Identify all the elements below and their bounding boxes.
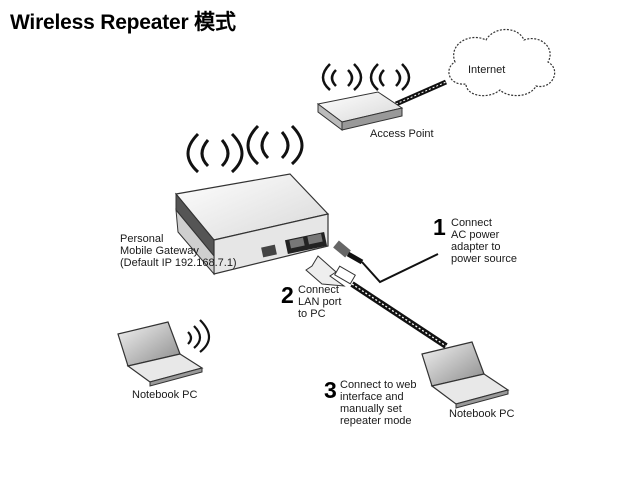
step-1-number: 1 bbox=[433, 214, 446, 240]
step-3-number: 3 bbox=[324, 377, 337, 403]
power-adapter-cable bbox=[333, 240, 439, 284]
internet-cable bbox=[394, 79, 448, 107]
notebook-left-icon bbox=[117, 319, 211, 387]
lan-cable bbox=[334, 265, 448, 349]
internet-cloud-icon bbox=[448, 28, 556, 97]
gateway-label: Personal Mobile Gateway (Default IP 192.… bbox=[120, 233, 237, 269]
step-2-number: 2 bbox=[281, 282, 294, 308]
access-point-icon bbox=[316, 63, 411, 131]
page-title: Wireless Repeater 模式 bbox=[10, 11, 236, 34]
step-1-text: Connect AC power adapter to power source bbox=[451, 217, 518, 265]
notebook-right-label: Notebook PC bbox=[449, 408, 515, 420]
internet-label: Internet bbox=[468, 64, 506, 76]
notebook-left-label: Notebook PC bbox=[132, 389, 198, 401]
step-3-text: Connect to web interface and manually se… bbox=[340, 379, 417, 427]
insert-arrow-icon bbox=[305, 255, 346, 287]
step-2-text: Connect LAN port to PC bbox=[298, 284, 342, 320]
mobile-gateway-icon bbox=[174, 124, 330, 276]
access-point-label: Access Point bbox=[370, 128, 434, 140]
notebook-right-icon bbox=[421, 341, 510, 409]
